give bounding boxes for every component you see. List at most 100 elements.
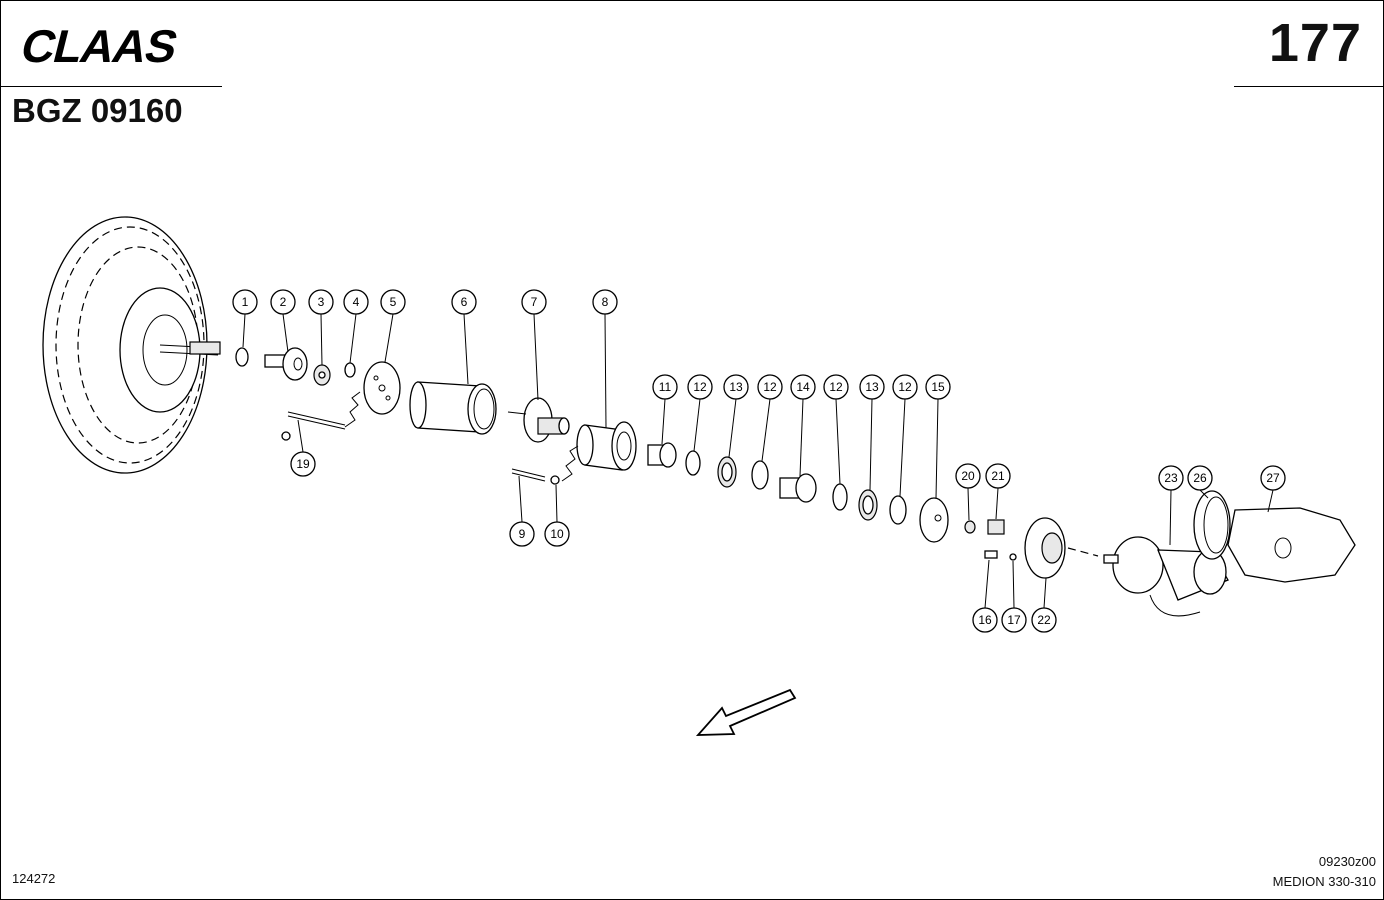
svg-text:2: 2 — [280, 295, 287, 309]
part-23-motor — [1103, 536, 1229, 617]
callout-11: 11 — [652, 374, 678, 400]
callout-13-a: 13 — [723, 374, 749, 400]
svg-text:14: 14 — [796, 380, 810, 394]
callout-27: 27 — [1260, 465, 1286, 491]
part-15-plate — [919, 497, 949, 543]
part-17-washer — [1009, 553, 1017, 561]
part-8-coupling — [576, 421, 637, 471]
callout-14: 14 — [790, 374, 816, 400]
part-12-washer-a — [685, 450, 701, 476]
callout-2: 2 — [270, 289, 296, 315]
part-12-washer-b — [751, 460, 769, 490]
part-2-bushing — [264, 347, 308, 381]
brand-wordmark: CLAAS — [16, 24, 182, 66]
svg-text:12: 12 — [763, 380, 777, 394]
svg-text:15: 15 — [931, 380, 945, 394]
footer-info: 09230z00 MEDION 330-310 — [1273, 852, 1376, 892]
callout-3: 3 — [308, 289, 334, 315]
callout-12-b: 12 — [757, 374, 783, 400]
wheel-assembly — [42, 216, 221, 474]
svg-text:27: 27 — [1266, 471, 1280, 485]
svg-text:7: 7 — [531, 295, 538, 309]
arrow-down-left-icon — [695, 688, 797, 736]
part-13-bearing-a — [717, 456, 737, 488]
part-27-cover — [1227, 507, 1356, 583]
callout-12-a: 12 — [687, 374, 713, 400]
callout-9: 9 — [509, 521, 535, 547]
document-code: BGZ 09160 — [12, 92, 183, 129]
header-divider-right — [1234, 86, 1384, 87]
svg-text:3: 3 — [318, 295, 325, 309]
part-4-screw — [344, 362, 356, 378]
svg-text:1: 1 — [242, 295, 249, 309]
callout-8: 8 — [592, 289, 618, 315]
header-divider-left — [0, 86, 222, 87]
svg-text:20: 20 — [961, 469, 975, 483]
svg-text:16: 16 — [978, 613, 992, 627]
svg-text:13: 13 — [729, 380, 743, 394]
claas-logo: CLAAS — [14, 21, 234, 72]
part-20-nut — [964, 520, 976, 534]
callout-26: 26 — [1187, 465, 1213, 491]
part-14-bushing — [779, 473, 817, 503]
svg-text:10: 10 — [550, 527, 564, 541]
part-26-clamp — [1193, 490, 1231, 560]
callout-7: 7 — [521, 289, 547, 315]
svg-text:12: 12 — [898, 380, 912, 394]
callout-17: 17 — [1001, 607, 1027, 633]
callout-22: 22 — [1031, 607, 1057, 633]
svg-text:23: 23 — [1164, 471, 1178, 485]
drawing-number: 124272 — [12, 871, 56, 886]
callout-13-b: 13 — [859, 374, 885, 400]
part-5-flange — [363, 361, 401, 415]
part-12-washer-d — [889, 495, 907, 525]
svg-text:8: 8 — [602, 295, 609, 309]
svg-text:17: 17 — [1007, 613, 1021, 627]
part-22-disc — [1024, 517, 1099, 579]
part-7-shaft-flange — [507, 397, 570, 443]
callout-23: 23 — [1158, 465, 1184, 491]
part-11-bushing — [647, 442, 677, 468]
svg-text:9: 9 — [519, 527, 526, 541]
svg-text:12: 12 — [829, 380, 843, 394]
callout-19: 19 — [290, 451, 316, 477]
callout-group: 1 2 3 4 5 6 7 8 9 10 11 12 13 12 14 12 1… — [232, 289, 1286, 633]
svg-text:12: 12 — [693, 380, 707, 394]
svg-text:13: 13 — [865, 380, 879, 394]
svg-text:5: 5 — [390, 295, 397, 309]
part-1-ring — [235, 347, 249, 367]
figure-code: 09230z00 — [1318, 854, 1376, 869]
part-12-washer-c — [832, 483, 848, 511]
callout-21: 21 — [985, 463, 1011, 489]
callout-16: 16 — [972, 607, 998, 633]
part-9-bolt — [511, 445, 579, 485]
svg-text:4: 4 — [353, 295, 360, 309]
leader-lines — [242, 313, 1274, 609]
svg-text:19: 19 — [296, 457, 310, 471]
callout-1: 1 — [232, 289, 258, 315]
callout-12-c: 12 — [823, 374, 849, 400]
part-6-sleeve — [409, 381, 497, 435]
part-21-bearing — [987, 519, 1005, 535]
callout-6: 6 — [451, 289, 477, 315]
part-16-screw — [984, 550, 998, 559]
callout-4: 4 — [343, 289, 369, 315]
part-3-nut — [313, 364, 331, 386]
callout-20: 20 — [955, 463, 981, 489]
svg-text:11: 11 — [659, 380, 672, 394]
part-19-bolt — [281, 391, 361, 441]
callout-5: 5 — [380, 289, 406, 315]
part-13-bearing-b — [858, 489, 878, 521]
callout-15: 15 — [925, 374, 951, 400]
svg-text:21: 21 — [991, 469, 1005, 483]
claas-logo-graphic: CLAAS — [16, 21, 182, 72]
svg-text:22: 22 — [1037, 613, 1051, 627]
callout-10: 10 — [544, 521, 570, 547]
machine-model: MEDION 330-310 — [1272, 874, 1376, 889]
page-number: 177 — [1268, 13, 1362, 73]
callout-12-d: 12 — [892, 374, 918, 400]
svg-text:6: 6 — [461, 295, 468, 309]
svg-text:26: 26 — [1193, 471, 1207, 485]
